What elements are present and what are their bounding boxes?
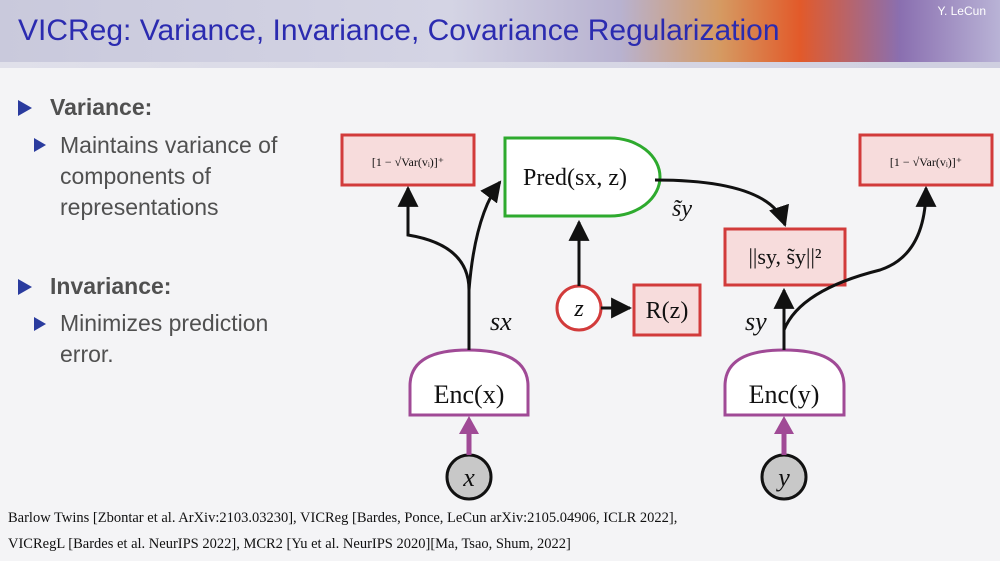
- pred-to-loss-arrow: [654, 178, 789, 227]
- variance-box-right: [858, 133, 994, 187]
- variance-right-label: [1 − √Var(vᵢ)]⁺: [890, 155, 962, 169]
- bullet-heading-variance: Variance:: [50, 94, 153, 120]
- regularizer-box: [632, 283, 702, 337]
- regularizer-label: R(z): [646, 298, 689, 324]
- variance-left-label: [1 − √Var(vᵢ)]⁺: [372, 155, 444, 169]
- sy-tilde-label: s̃y: [672, 196, 692, 222]
- reference-line: VICRegL [Bardes et al. NeurIPS 2022], MC…: [8, 536, 571, 552]
- slide-title: VICReg: Variance, Invariance, Covariance…: [18, 14, 780, 47]
- input-y-arrowhead: [774, 416, 794, 434]
- ency-to-variance-arrow: [782, 185, 937, 350]
- header-divider: [0, 62, 1000, 68]
- invariance-loss-box: [723, 227, 847, 287]
- encoder-y-box: [723, 348, 846, 417]
- slide-header: VICReg: Variance, Invariance, Covariance…: [0, 0, 1000, 66]
- bullet-text: components of: [60, 163, 211, 189]
- reference-line: Barlow Twins [Zbontar et al. ArXiv:2103.…: [8, 510, 678, 526]
- encoder-x-label: Enc(x): [434, 380, 505, 409]
- bullet-triangle-icon: [18, 279, 32, 295]
- encoder-x-box: [408, 348, 530, 417]
- latent-z-label: z: [573, 296, 584, 322]
- predictor-label: Pred(sx, z): [523, 165, 627, 191]
- input-y-label: y: [775, 463, 790, 492]
- sub-bullet-triangle-icon: [34, 138, 46, 152]
- encx-to-pred-arrow: [467, 180, 502, 291]
- bullet-triangle-icon: [18, 100, 32, 116]
- bullet-text: Maintains variance of: [60, 132, 278, 158]
- sub-bullet-triangle-icon: [34, 317, 46, 331]
- sy-label: sy: [745, 307, 767, 336]
- bullet-text: error.: [60, 341, 114, 367]
- variance-box-left: [340, 133, 476, 187]
- bullet-text: Minimizes prediction: [60, 310, 269, 336]
- invariance-loss-label: ||sy, s̃y||²: [749, 244, 822, 269]
- author-label: Y. LeCun: [937, 4, 987, 18]
- sx-label: sx: [490, 307, 512, 336]
- bullet-heading-invariance: Invariance:: [50, 273, 172, 299]
- encoder-y-label: Enc(y): [749, 380, 820, 409]
- input-x-arrowhead: [459, 416, 479, 434]
- bullet-text: representations: [60, 194, 219, 220]
- encx-to-variance-arrow: [397, 185, 471, 350]
- input-x-label: x: [462, 463, 475, 492]
